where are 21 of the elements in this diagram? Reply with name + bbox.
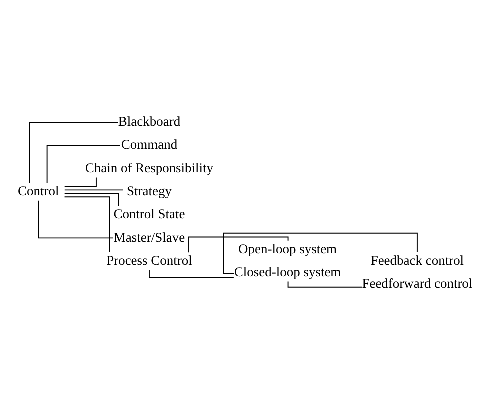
connector bbox=[46, 144, 121, 183]
node-text: Master/Slave bbox=[114, 229, 186, 244]
node-text: Control State bbox=[114, 206, 186, 222]
connector bbox=[64, 176, 97, 187]
node-text: Open-loop system bbox=[238, 240, 338, 256]
node-text: Feedback control bbox=[370, 252, 464, 268]
node-text: Command bbox=[121, 136, 178, 152]
connector bbox=[64, 196, 110, 252]
connector bbox=[188, 236, 289, 253]
connector bbox=[64, 192, 120, 206]
connector bbox=[38, 200, 114, 238]
node-text: Process Control bbox=[106, 252, 192, 268]
node-text: Blackboard bbox=[118, 114, 181, 129]
node-text: Feedforward control bbox=[362, 276, 473, 291]
node-text: Chain of Responsibility bbox=[85, 160, 214, 175]
connector bbox=[29, 122, 119, 184]
node-text: Closed-loop system bbox=[234, 264, 342, 279]
node-text: Strategy bbox=[127, 183, 172, 198]
node-text: Control bbox=[18, 183, 60, 198]
connector bbox=[64, 189, 124, 190]
connector bbox=[223, 232, 418, 274]
